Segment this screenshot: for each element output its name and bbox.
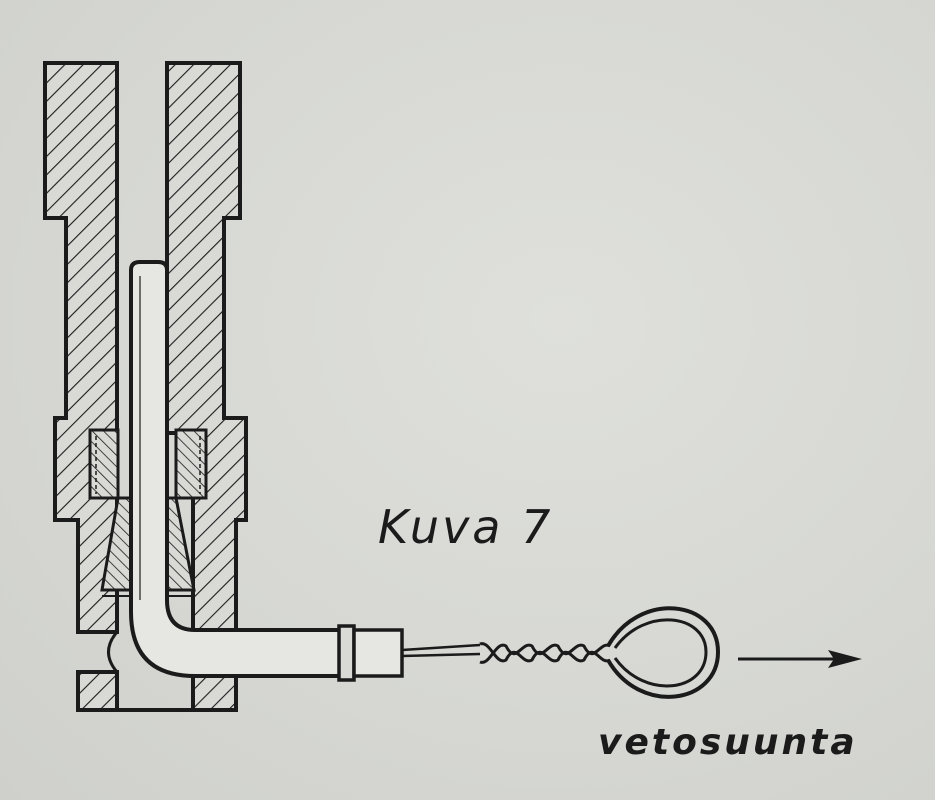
housing-left-wall — [43, 61, 119, 634]
bent-rod — [129, 260, 347, 678]
housing-bottom — [76, 631, 238, 712]
rod-collar — [337, 624, 404, 682]
wire-loop — [606, 606, 721, 699]
pull-direction-arrow — [738, 650, 862, 668]
twisted-wire — [401, 642, 611, 664]
figure-caption: Kuva 7 — [378, 500, 554, 554]
threaded-insert — [88, 428, 208, 500]
pull-direction-label: vetosuunta — [598, 722, 858, 763]
